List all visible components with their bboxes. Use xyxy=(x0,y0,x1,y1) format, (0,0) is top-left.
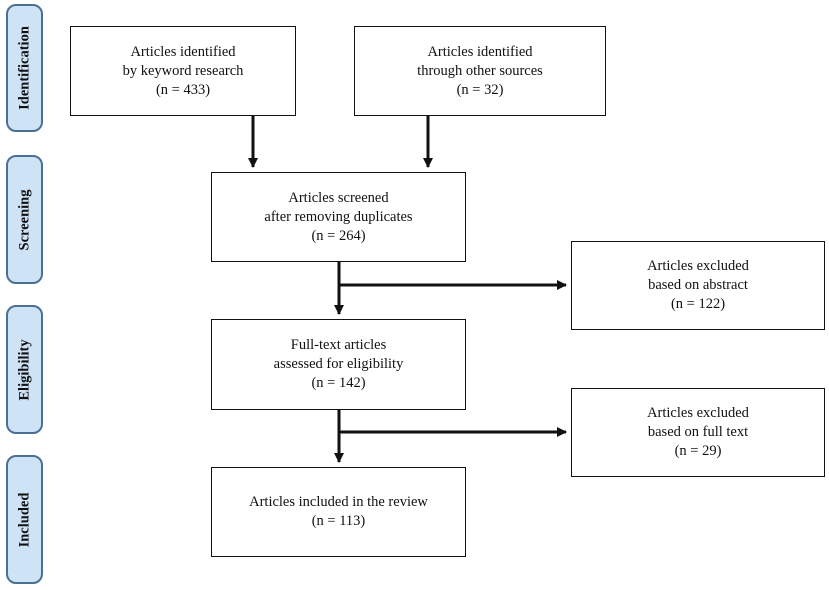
box-excluded-fulltext: Articles excluded based on full text (n … xyxy=(571,388,825,477)
box-fulltext: Full-text articles assessed for eligibil… xyxy=(211,319,466,410)
box-excluded-abstract-line2: based on abstract xyxy=(648,277,748,293)
box-excluded-abstract-count: (n = 122) xyxy=(670,296,726,312)
box-included-line1: Articles included in the review xyxy=(249,494,428,510)
box-fulltext-count: (n = 142) xyxy=(311,375,366,391)
box-excluded-fulltext-line1: Articles excluded xyxy=(647,405,749,421)
stage-included: Included xyxy=(6,455,43,584)
box-screened-line1: Articles screened xyxy=(288,189,389,206)
box-screened-line2: after removing duplicates xyxy=(264,208,413,225)
box-other-count: (n = 32) xyxy=(456,81,504,98)
box-other-sources: Articles identified through other source… xyxy=(354,26,606,116)
box-fulltext-line1: Full-text articles xyxy=(290,337,387,353)
box-excluded-fulltext-count: (n = 29) xyxy=(674,443,722,459)
stage-screening: Screening xyxy=(6,155,43,284)
box-excluded-abstract-line1: Articles excluded xyxy=(647,258,749,274)
box-keyword-count: (n = 433) xyxy=(155,81,211,98)
box-other-line1: Articles identified xyxy=(427,43,533,60)
box-excluded-fulltext-line2: based on full text xyxy=(647,424,749,440)
box-other-line2: through other sources xyxy=(417,62,543,79)
box-fulltext-line2: assessed for eligibility xyxy=(273,356,404,372)
box-included-count: (n = 113) xyxy=(311,513,366,529)
stage-identification: Identification xyxy=(6,4,43,132)
box-screened-count: (n = 264) xyxy=(311,227,366,244)
box-excluded-abstract: Articles excluded based on abstract (n =… xyxy=(571,241,825,330)
box-keyword-line2: by keyword research xyxy=(122,62,244,79)
box-keyword-line1: Articles identified xyxy=(130,43,236,60)
box-included: Articles included in the review (n = 113… xyxy=(211,467,466,557)
stage-eligibility: Eligibility xyxy=(6,305,43,434)
box-screened: Articles screened after removing duplica… xyxy=(211,172,466,262)
box-keyword-research: Articles identified by keyword research … xyxy=(70,26,296,116)
